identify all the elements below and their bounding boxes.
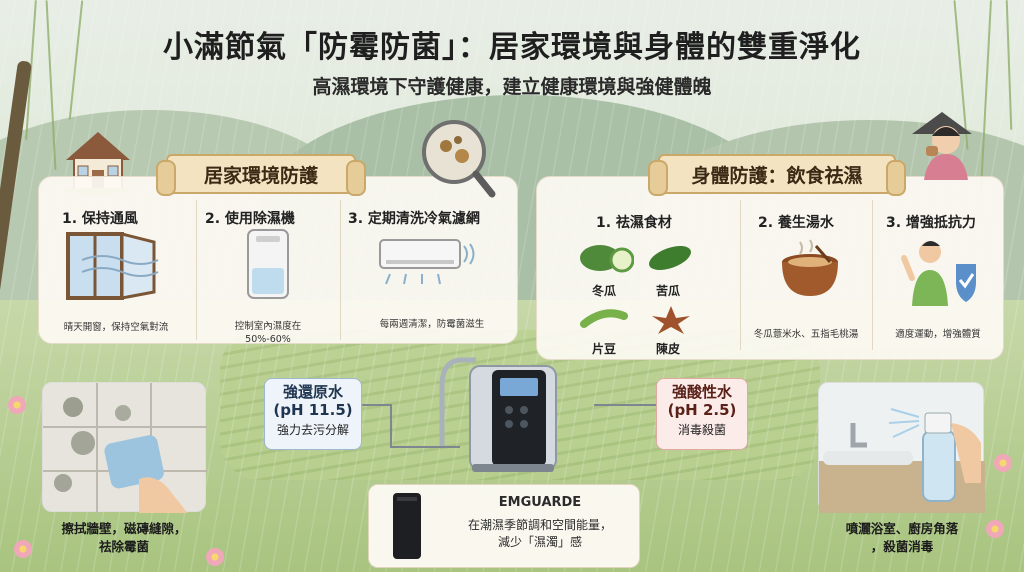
divider <box>340 200 341 340</box>
heading-ac-filter: 3. 定期清洗冷氣濾網 <box>348 211 480 227</box>
dried-peel-icon <box>652 306 690 334</box>
bathroom-spraying-caption: 噴灑浴室、廚房角落 ，殺菌消毒 <box>812 520 992 555</box>
page-subtitle: 高濕環境下守護健康，建立健康環境與強健體魄 <box>312 76 712 98</box>
emguarde-device-icon <box>393 493 421 559</box>
alkaline-water-callout: 強還原水 (pH 11.5) 強力去污分解 <box>264 378 362 450</box>
emguarde-card: EMGUARDE 在潮濕季節調和空間能量， 減少「濕濁」感 <box>368 484 640 568</box>
note-soups: 冬瓜薏米水、五指毛桃湯 <box>753 329 859 340</box>
divider <box>196 200 197 340</box>
flower-decoration <box>8 396 26 414</box>
emguarde-line1: 在潮濕季節調和空間能量， <box>467 518 612 532</box>
divider <box>872 200 873 350</box>
heading-dehumidifier: 2. 使用除濕機 <box>205 211 295 227</box>
home-protection-banner: 居家環境防護 <box>156 154 366 196</box>
connector-line-right <box>594 404 656 406</box>
wall-caption-line2: 祛除霉菌 <box>98 538 149 554</box>
page-title: 小滿節氣「防霉防菌」：居家環境與身體的雙重淨化 <box>163 30 861 65</box>
green-bean-icon <box>580 309 628 328</box>
flower-decoration <box>14 540 32 558</box>
air-conditioner-icon <box>379 239 475 285</box>
bathroom-caption-line2: ，殺菌消毒 <box>870 538 934 554</box>
food-tangerine-peel: 陳皮 <box>656 342 681 356</box>
note-immunity: 適度運動，增強體質 <box>895 329 981 340</box>
heading-immunity: 3. 增強抵抗力 <box>886 215 976 231</box>
body-protection-banner: 身體防護：飲食祛濕 <box>648 154 906 196</box>
wall-cleaning-scene <box>42 382 207 515</box>
bathroom-spraying-scene <box>818 382 985 513</box>
bathroom-caption-line1: 噴灑浴室、廚房角落 <box>845 521 959 536</box>
food-beans: 片豆 <box>592 342 617 356</box>
acidic-water-callout: 強酸性水 (pH 2.5) 消毒殺菌 <box>656 378 748 450</box>
water-ionizer-illustration <box>439 357 557 472</box>
wall-cleaning-caption: 擦拭牆壁，磁磚縫隙， 祛除霉菌 <box>34 520 214 555</box>
moldy-tiles-illustration <box>43 383 207 515</box>
winter-melon-icon <box>580 245 634 273</box>
bitter-melon-icon <box>649 245 691 271</box>
emguarde-brand: EMGUARDE <box>498 495 582 510</box>
magnifier-mold-icon <box>422 120 496 198</box>
alkaline-water-title: 強還原水 <box>282 383 343 401</box>
acidic-water-ph: (pH 2.5) <box>667 401 737 419</box>
heading-soups: 2. 養生湯水 <box>758 215 834 231</box>
heading-damp-foods: 1. 祛濕食材 <box>596 215 672 231</box>
soup-pot-icon <box>782 239 838 296</box>
food-winter-melon: 冬瓜 <box>592 284 617 298</box>
food-bitter-melon: 苦瓜 <box>656 284 681 298</box>
open-window-icon <box>66 232 159 300</box>
flower-decoration <box>994 454 1012 472</box>
flower-decoration <box>206 548 224 566</box>
flower-decoration <box>986 520 1004 538</box>
wall-caption-line1: 擦拭牆壁，磁磚縫隙， <box>61 521 187 536</box>
emguarde-line2: 減少「濕濁」感 <box>497 535 582 550</box>
spray-bottle-illustration <box>819 408 985 513</box>
emguarde-description: 在潮濕季節調和空間能量， 減少「濕濁」感 <box>441 517 639 552</box>
note-ac-filter: 每兩週清潔，防霉菌滋生 <box>379 319 485 330</box>
connector-line-left <box>390 446 460 448</box>
divider <box>740 200 741 350</box>
acidic-water-title: 強酸性水 <box>671 383 732 401</box>
acidic-water-desc: 消毒殺菌 <box>677 423 726 437</box>
connector-line-left <box>390 404 392 448</box>
strong-person-icon <box>901 241 976 306</box>
woman-drinking-illustration <box>912 112 972 180</box>
dehumidifier-icon <box>247 229 289 299</box>
heading-ventilation: 1. 保持通風 <box>62 211 138 227</box>
alkaline-water-desc: 強力去污分解 <box>276 423 349 437</box>
alkaline-water-ph: (pH 11.5) <box>273 401 353 419</box>
note-ventilation: 晴天開窗，保持空氣對流 <box>63 322 169 333</box>
connector-line-left <box>362 404 390 406</box>
note-dehumidifier: 控制室內濕度在 50%-60% <box>234 321 302 346</box>
